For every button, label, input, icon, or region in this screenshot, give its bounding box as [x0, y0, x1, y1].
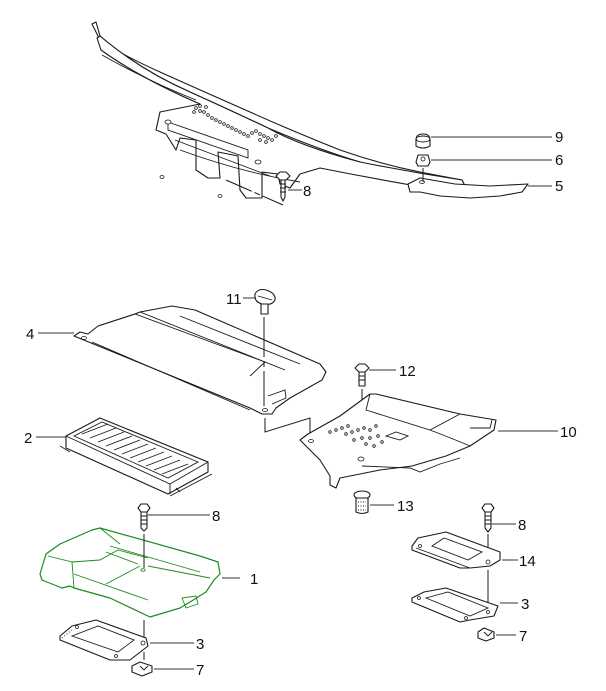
callout-number: 9	[555, 129, 563, 146]
callout-number: 8	[518, 517, 526, 534]
cover-1[interactable]	[39, 527, 221, 618]
clip-7-right[interactable]	[477, 627, 495, 642]
callout-2: 2	[24, 430, 66, 447]
callout-number: 8	[212, 508, 220, 525]
callout-number: 5	[555, 178, 563, 195]
callout-7-left: 7	[154, 662, 204, 679]
bolt-11[interactable]	[254, 288, 276, 315]
clip-9[interactable]	[415, 133, 431, 149]
screw-8-top-axis	[225, 179, 284, 206]
gasket-3-right[interactable]	[411, 587, 499, 623]
cover-14[interactable]	[411, 531, 501, 569]
callout-number: 4	[26, 326, 34, 343]
cover-4[interactable]	[73, 305, 327, 415]
callout-10: 10	[498, 424, 577, 441]
callout-number: 3	[521, 596, 529, 613]
callout-4: 4	[26, 326, 74, 343]
callout-14: 14	[502, 553, 536, 570]
callout-number: 2	[24, 430, 32, 447]
callout-number: 12	[399, 363, 416, 380]
screw-8-right[interactable]	[481, 503, 495, 533]
screw-8-top[interactable]	[275, 171, 291, 202]
callout-7-right: 7	[496, 628, 527, 645]
callout-5: 5	[528, 178, 563, 195]
callout-number: 7	[519, 628, 527, 645]
bolt-12[interactable]	[354, 363, 370, 387]
callout-3-right: 3	[500, 596, 529, 613]
callout-6: 6	[431, 152, 563, 169]
nut-6[interactable]	[415, 154, 431, 167]
callout-number: 3	[196, 636, 204, 653]
screw-8-mid[interactable]	[137, 503, 151, 532]
callout-9: 9	[431, 129, 563, 146]
cover-4-link-axis	[264, 417, 311, 440]
callout-12: 12	[369, 363, 416, 380]
cowl-vent-holes	[192, 104, 278, 144]
callout-3-left: 3	[150, 636, 204, 653]
callout-number: 14	[519, 553, 536, 570]
callout-8-right: 8	[492, 517, 526, 534]
filter-2[interactable]	[59, 417, 213, 497]
callout-number: 13	[397, 498, 414, 515]
filter-ribs	[81, 423, 189, 475]
callout-number: 8	[303, 183, 311, 200]
clip-7-left[interactable]	[131, 661, 153, 677]
plug-13[interactable]	[353, 490, 371, 515]
callout-number: 7	[196, 662, 204, 679]
callout-number: 1	[250, 571, 258, 588]
callout-number: 6	[555, 152, 563, 169]
bracket-5[interactable]	[407, 177, 529, 199]
gasket-3-left[interactable]	[59, 619, 149, 661]
callout-11: 11	[226, 291, 256, 308]
tray-vent-holes	[328, 424, 384, 448]
callout-8-mid: 8	[148, 508, 220, 525]
callout-1: 1	[222, 571, 258, 588]
tray-10[interactable]	[299, 393, 497, 489]
callout-8-top: 8	[288, 183, 311, 200]
callout-number: 11	[226, 291, 242, 308]
callout-number: 10	[560, 424, 577, 441]
callout-13: 13	[370, 498, 414, 515]
